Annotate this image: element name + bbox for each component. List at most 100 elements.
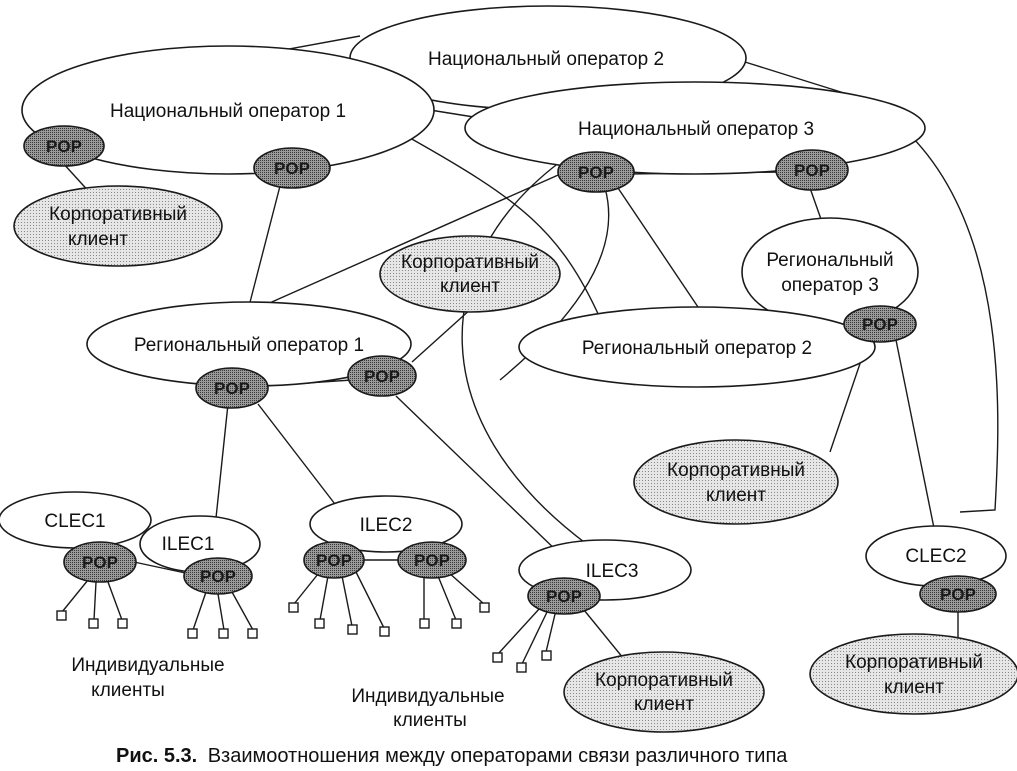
individual-clients-center-line2: клиенты <box>393 710 467 731</box>
pop-national-1-left-label: POP <box>46 137 82 156</box>
regional-operator-1: Региональный оператор 1 <box>86 301 412 387</box>
pop-national-3-left-label: POP <box>578 163 614 182</box>
pop-ilec1: POP <box>183 557 253 595</box>
pop-ilec2-left: POP <box>303 541 365 579</box>
terminal <box>218 628 229 639</box>
national-operator-1-label: Национальный оператор 1 <box>110 101 346 122</box>
pop-ilec3-label: POP <box>546 587 582 606</box>
link-popn3-reg2 <box>617 187 701 311</box>
link-popr1-ilec1 <box>215 403 229 519</box>
pop-ilec2-left-label: POP <box>316 551 352 570</box>
individual-clients-left-line2: клиенты <box>91 680 165 701</box>
link-popc1-popi1 <box>133 561 191 575</box>
pop-clec2-label: POP <box>940 585 976 604</box>
figure-caption: Рис. 5.3. Взаимоотношения между оператор… <box>116 745 788 767</box>
corporate-client-4-line1: Корпоративный <box>595 670 733 691</box>
link-popi3-corp <box>583 609 629 665</box>
individual-clients-label-center: Индивидуальные клиенты <box>351 686 504 731</box>
terminal <box>347 624 358 635</box>
pop-regional-3-label: POP <box>862 315 898 334</box>
pop-clec2: POP <box>919 575 997 613</box>
regional-operator-3-label-line1: Региональный <box>766 250 893 271</box>
corporate-client-1: Корпоративный клиент <box>13 185 223 267</box>
terminal <box>479 602 490 613</box>
ilec2-label: ILEC2 <box>360 515 413 536</box>
ilec1: ILEC1 <box>139 515 261 573</box>
pop-clec1-label: POP <box>82 553 118 572</box>
clec2: CLEC2 <box>865 525 1007 587</box>
corporate-client-2-line2: клиент <box>440 276 500 297</box>
terminal <box>419 618 430 629</box>
corporate-client-4-line2: клиент <box>634 694 694 715</box>
figure-caption-number: Рис. 5.3. <box>116 745 197 767</box>
pop-regional-1-right: POP <box>347 355 417 397</box>
pop-ilec2-right-label: POP <box>414 551 450 570</box>
pop-regional-1-right-label: POP <box>364 367 400 386</box>
national-operator-3: Национальный оператор 3 <box>464 81 926 175</box>
terminal <box>451 618 462 629</box>
pop-national-3-right: POP <box>775 149 849 191</box>
pop-national-1-right-label: POP <box>274 159 310 178</box>
pop-clec1: POP <box>63 541 137 583</box>
corporate-client-3-line1: Корпоративный <box>667 460 805 481</box>
link-popn3b-reg3 <box>809 187 823 223</box>
corporate-client-5-line2: клиент <box>884 677 944 698</box>
clec2-label: CLEC2 <box>905 546 966 567</box>
link-nat1-ilec3 <box>461 161 589 546</box>
national-operator-2-label: Национальный оператор 2 <box>428 49 664 70</box>
pop-regional-1-left: POP <box>195 367 269 409</box>
corporate-client-3: Корпоративный клиент <box>633 439 839 525</box>
corporate-client-2-line1: Корпоративный <box>401 252 539 273</box>
pop-regional-1-left-label: POP <box>214 379 250 398</box>
pop-ilec2-right: POP <box>397 541 467 579</box>
corporate-client-5: Корпоративный клиент <box>809 633 1017 715</box>
link-popr3-clec2 <box>895 339 937 539</box>
corporate-client-2: Корпоративный клиент <box>379 235 561 313</box>
corporate-client-1-line1: Корпоративный <box>49 204 187 225</box>
regional-operator-2: Региональный оператор 2 <box>518 306 876 388</box>
terminal <box>56 610 67 621</box>
link-popn3-reg1 <box>264 171 566 306</box>
individual-clients-label-left: Индивидуальные клиенты <box>71 655 224 701</box>
pop-nodes: POP POP POP POP POP POP POP POP <box>23 125 997 615</box>
link-popr1-ilec2 <box>257 403 339 509</box>
terminal <box>492 652 503 663</box>
ilec3-label: ILEC3 <box>586 561 639 582</box>
pop-national-3-left: POP <box>557 151 635 193</box>
terminal <box>187 628 198 639</box>
corporate-client-4: Корпоративный клиент <box>563 651 765 733</box>
individual-clients-left-line1: Индивидуальные <box>71 655 224 676</box>
link-popn3-ilec3-curve <box>499 187 610 381</box>
regional-operator-2-label: Региональный оператор 2 <box>582 338 812 359</box>
individual-client-links <box>61 571 557 665</box>
clec1-label: CLEC1 <box>44 511 105 532</box>
link-popr1b-ilec3 <box>395 395 563 557</box>
terminal <box>88 618 99 629</box>
individual-client-terminals <box>56 602 552 673</box>
regional-operator-1-label: Региональный оператор 1 <box>134 335 364 356</box>
pop-regional-3: POP <box>843 305 917 343</box>
pop-national-3-right-label: POP <box>794 161 830 180</box>
ilec2: ILEC2 <box>309 495 463 553</box>
individual-clients-center-line1: Индивидуальные <box>351 686 504 707</box>
terminal <box>314 618 325 629</box>
operator-nodes: Национальный оператор 2 Национальный опе… <box>0 5 1007 601</box>
corporate-client-5-line1: Корпоративный <box>845 652 983 673</box>
link-nat3-clec2 <box>904 129 999 513</box>
clec1: CLEC1 <box>0 491 152 549</box>
pop-national-1-right: POP <box>253 147 331 189</box>
corporate-clients: Корпоративный клиент Корпоративный клиен… <box>13 185 1017 733</box>
terminal <box>247 628 258 639</box>
corporate-client-3-line2: клиент <box>706 485 766 506</box>
terminal <box>379 626 390 637</box>
terminal <box>117 618 128 629</box>
link-nat1-reg2 <box>409 137 601 319</box>
figure-caption-text: Взаимоотношения между операторами связи … <box>208 745 789 767</box>
ilec1-label: ILEC1 <box>162 534 215 555</box>
pop-ilec1-label: POP <box>200 567 236 586</box>
terminal <box>516 662 527 673</box>
national-operator-1: Национальный оператор 1 <box>21 45 435 175</box>
link-corp2-popr1b <box>411 307 473 363</box>
regional-operator-3: Региональный оператор 3 <box>741 217 919 327</box>
